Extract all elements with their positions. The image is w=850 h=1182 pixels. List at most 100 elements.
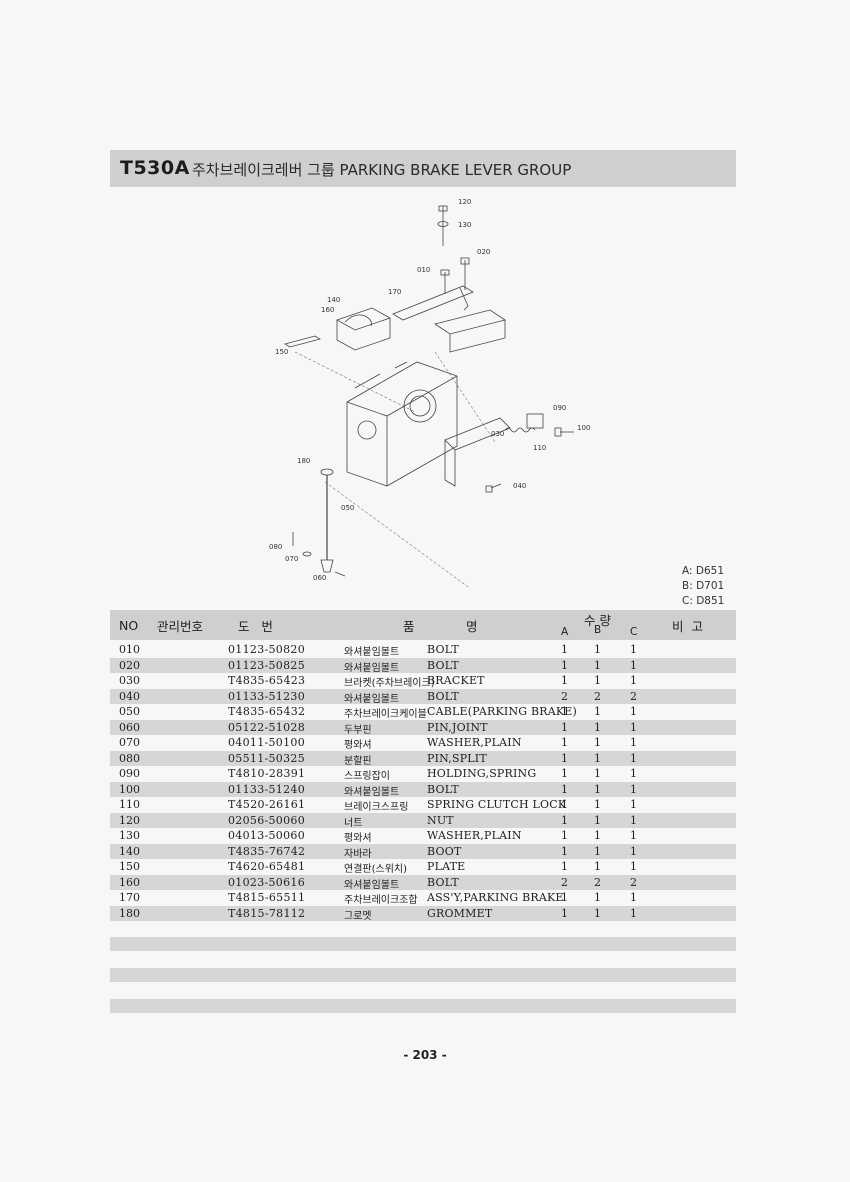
- qty-a: 1: [561, 736, 568, 749]
- qty-b: 1: [594, 720, 601, 734]
- qty-c: 1: [630, 906, 637, 920]
- drawing-number: T4835-76742: [228, 844, 306, 858]
- part-name-english: PLATE: [427, 860, 466, 873]
- part-name-korean: 자바라: [344, 848, 372, 860]
- part-name-english: BOOT: [427, 844, 462, 858]
- header-qty-a: A: [561, 626, 569, 638]
- qty-a: 1: [561, 751, 568, 765]
- part-number-ref: 040: [119, 689, 140, 703]
- model-code: T530A: [120, 157, 190, 179]
- part-name-korean: 그로멧: [344, 910, 372, 922]
- qty-a: 1: [561, 782, 568, 796]
- empty-row: [110, 999, 736, 1013]
- callout-120: 120: [458, 198, 471, 206]
- qty-b: 2: [594, 875, 601, 889]
- qty-c: 1: [630, 720, 637, 734]
- part-name-korean: 브라켓(주차브레이크): [344, 678, 435, 689]
- drawing-number: T4835-65432: [228, 705, 306, 718]
- qty-a: 1: [561, 798, 568, 811]
- part-name-english: BOLT: [427, 689, 459, 703]
- qty-b: 1: [594, 767, 601, 780]
- grommet: [320, 468, 334, 476]
- qty-b: 1: [594, 751, 601, 765]
- qty-a: 1: [561, 705, 568, 718]
- header-remarks: 비 고: [672, 619, 703, 634]
- qty-a: 1: [561, 767, 568, 780]
- callout-020: 020: [477, 248, 490, 256]
- part-name-english: CABLE(PARKING BRAKE): [427, 705, 578, 718]
- part-name-korean: 너트: [344, 817, 363, 829]
- plate: [283, 335, 322, 348]
- drawing-number: 01123-50825: [228, 658, 306, 672]
- part-name-korean: 평와셔: [344, 833, 372, 844]
- group-title: 주차브레이크레버 그룹 PARKING BRAKE LEVER GROUP: [192, 161, 572, 179]
- header-no: NO: [119, 618, 139, 633]
- qty-b: 2: [594, 689, 601, 703]
- qty-b: 1: [594, 658, 601, 672]
- variant-b: B: D701: [682, 580, 725, 592]
- qty-a: 1: [561, 674, 568, 687]
- qty-a: 2: [561, 875, 568, 889]
- callout-050: 050: [341, 504, 354, 512]
- part-name-korean: 와셔붙임볼트: [344, 786, 400, 798]
- part-number-ref: 170: [119, 891, 140, 904]
- qty-b: 1: [594, 705, 601, 718]
- drawing-number: 05511-50325: [228, 751, 306, 765]
- qty-a: 1: [561, 906, 568, 920]
- part-name-english: BRACKET: [427, 674, 485, 687]
- qty-a: 1: [561, 813, 568, 827]
- drawing-number: T4620-65481: [228, 860, 306, 873]
- qty-b: 1: [594, 813, 601, 827]
- drawing-number: 04011-50100: [228, 736, 306, 749]
- part-number-ref: 100: [119, 782, 140, 796]
- transmission-housing: [346, 361, 458, 487]
- part-name-korean: 평와셔: [344, 740, 372, 751]
- drawing-number: 02056-50060: [228, 813, 306, 827]
- qty-a: 1: [561, 844, 568, 858]
- part-name-korean: 분할핀: [344, 755, 372, 767]
- part-name-english: WASHER,PLAIN: [427, 736, 522, 749]
- drawing-number: 01023-50616: [228, 875, 306, 889]
- title-bar: T530A 주차브레이크레버 그룹 PARKING BRAKE LEVER GR…: [110, 150, 736, 187]
- qty-b: 1: [594, 860, 601, 873]
- qty-c: 1: [630, 798, 637, 811]
- qty-c: 1: [630, 751, 637, 765]
- part-number-ref: 070: [119, 736, 140, 749]
- part-number-ref: 030: [119, 674, 140, 687]
- part-name-english: GROMMET: [427, 906, 493, 920]
- header-part-name-1: 품: [403, 619, 415, 634]
- header-mgmt-number: 관리번호: [157, 619, 204, 634]
- part-name-english: BOLT: [427, 875, 459, 889]
- variant-a: A: D651: [682, 565, 724, 577]
- parking-brake-lever: [392, 285, 474, 321]
- part-number-ref: 120: [119, 813, 140, 827]
- part-name-korean: 브레이크스프링: [344, 802, 409, 813]
- drawing-number: 01133-51240: [228, 782, 306, 796]
- drawing-number: 01133-51230: [228, 689, 306, 703]
- drawing-number: 05122-51028: [228, 720, 306, 734]
- part-number-ref: 060: [119, 720, 140, 734]
- qty-b: 1: [594, 798, 601, 811]
- qty-b: 1: [594, 782, 601, 796]
- part-name-english: SPRING CLUTCH LOCK: [427, 798, 567, 811]
- drawing-number: T4815-78112: [228, 906, 306, 920]
- qty-a: 1: [561, 643, 568, 656]
- table-row: 160 01023-50616 와셔붙임볼트 BOLT 2 2 2: [110, 874, 736, 891]
- part-number-ref: 160: [119, 875, 140, 889]
- callout-070: 070: [285, 555, 298, 563]
- exploded-parts-diagram: 120 130 020 010 170 140 160 150 090 100 …: [269, 198, 590, 587]
- header-part-name-2: 명: [466, 619, 478, 634]
- part-name-korean: 와셔붙임볼트: [344, 879, 400, 891]
- drawing-number: T4810-28391: [228, 767, 306, 780]
- qty-c: 2: [630, 875, 637, 889]
